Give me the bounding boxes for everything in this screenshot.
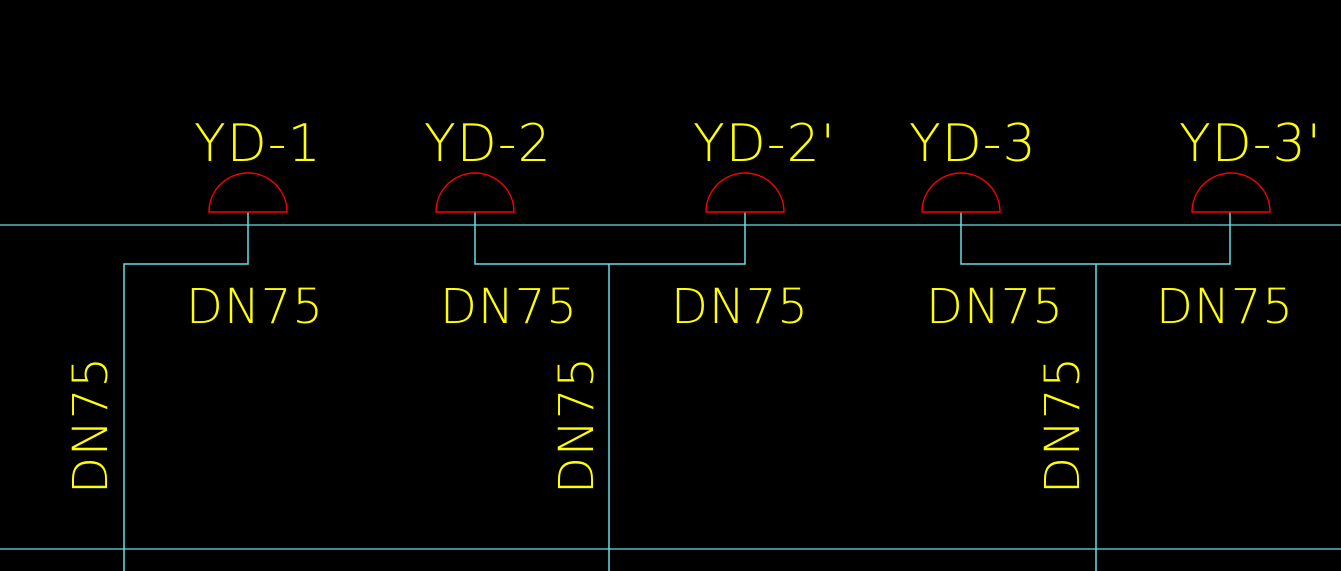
drain-label-yd3-prime: YD-3' [1179, 114, 1322, 174]
drain-symbol-yd3 [921, 172, 1001, 213]
drain-symbol-yd2 [435, 172, 515, 213]
branch-label-4: DN75 [926, 279, 1064, 335]
drain-labels: YD-1 YD-2 YD-2' YD-3 YD-3' [194, 114, 1322, 174]
riser-label-1: DN75 [63, 356, 119, 494]
drain-symbol-yd2-prime [705, 172, 785, 213]
pipe-branch-yd1 [123, 212, 249, 571]
drain-label-yd2: YD-2 [424, 114, 552, 174]
riser-label-2: DN75 [549, 356, 605, 494]
drain-label-yd2-prime: YD-2' [693, 114, 836, 174]
drain-label-yd1: YD-1 [194, 114, 322, 174]
drain-symbol-yd1 [208, 172, 288, 213]
riser-label-3: DN75 [1035, 356, 1091, 494]
pipe-network [123, 212, 1231, 571]
branch-label-1: DN75 [186, 279, 324, 335]
drain-symbol-yd3-prime [1191, 172, 1271, 213]
branch-label-2: DN75 [440, 279, 578, 335]
drain-symbols [208, 172, 1271, 213]
riser-pipe-labels: DN75 DN75 DN75 [63, 356, 1091, 494]
branch-pipe-labels: DN75 DN75 DN75 DN75 DN75 [186, 279, 1294, 335]
drain-label-yd3: YD-3 [909, 114, 1037, 174]
branch-label-5: DN75 [1156, 279, 1294, 335]
branch-label-3: DN75 [671, 279, 809, 335]
pipe-branch-yd2 [474, 212, 746, 265]
